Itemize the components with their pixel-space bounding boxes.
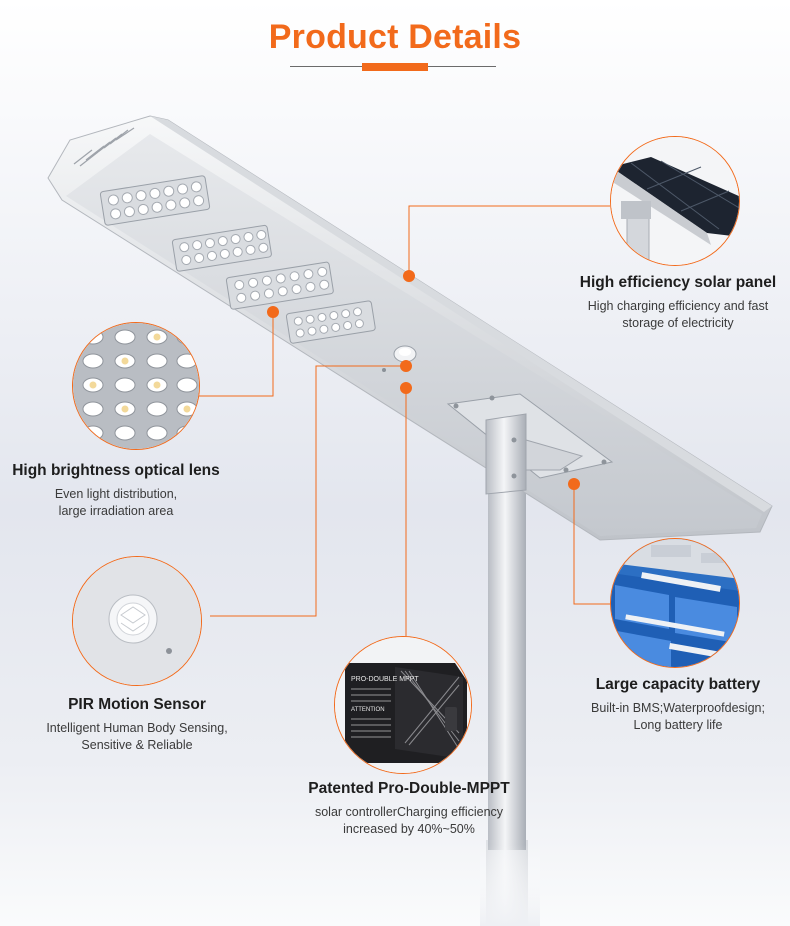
feature-optical-lens: High brightness optical lens Even light … [0, 462, 232, 520]
feature-description-line: Sensitive & Reliable [81, 738, 193, 752]
callout-lines [196, 205, 612, 636]
feature-description-line: large irradiation area [58, 504, 174, 518]
feature-description-line: increased by 40%~50% [343, 822, 475, 836]
battery-image [610, 538, 740, 668]
optical-lens-image [72, 322, 200, 450]
feature-description-line: Even light distribution, [54, 487, 178, 501]
controller-warning-text: ATTENTION [351, 707, 385, 713]
feature-title: PIR Motion Sensor [68, 696, 206, 713]
solar-panel-image [610, 136, 740, 266]
pir-sensor-dome [382, 345, 417, 372]
feature-description-line: Intelligent Human Body Sensing, [46, 721, 228, 735]
pole [480, 450, 540, 926]
feature-title: High efficiency solar panel [579, 274, 777, 291]
feature-description-line: High charging efficiency and fast [587, 299, 769, 313]
feature-battery: Large capacity battery Built-in BMS;Wate… [574, 676, 782, 734]
pir-sensor-image [72, 556, 202, 686]
feature-mppt-controller: Patented Pro-Double-MPPT solar controlle… [292, 780, 526, 838]
feature-title: Large capacity battery [595, 676, 761, 693]
feature-solar-panel: High efficiency solar panel High chargin… [570, 274, 786, 332]
feature-description-line: Built-in BMS;Waterproofdesign; [591, 701, 765, 715]
controller-brand-text: PRO-DOUBLE MPPT [351, 676, 419, 683]
feature-title: High brightness optical lens [12, 462, 220, 479]
page-title: Product Details [268, 18, 522, 56]
feature-title: Patented Pro-Double-MPPT [308, 780, 510, 797]
led-modules [99, 175, 376, 344]
feature-description: Built-in BMS;Waterproofdesign; Long batt… [574, 700, 782, 734]
feature-description-line: storage of electricity [622, 316, 734, 330]
pole-bracket [446, 393, 614, 495]
feature-description-line: Long battery life [633, 718, 723, 732]
feature-description-line: solar controllerCharging efficiency [314, 805, 504, 819]
feature-description: Even light distribution, large irradiati… [0, 486, 232, 520]
feature-description: High charging efficiency and fast storag… [570, 298, 786, 332]
feature-description: Intelligent Human Body Sensing, Sensitiv… [30, 720, 244, 754]
feature-pir-sensor: PIR Motion Sensor Intelligent Human Body… [30, 696, 244, 754]
mppt-controller-image: PRO-DOUBLE MPPT ATTENTION [334, 636, 472, 774]
callout-dots [267, 270, 580, 490]
title-accent-bar [362, 63, 428, 71]
feature-description: solar controllerCharging efficiency incr… [292, 804, 526, 838]
